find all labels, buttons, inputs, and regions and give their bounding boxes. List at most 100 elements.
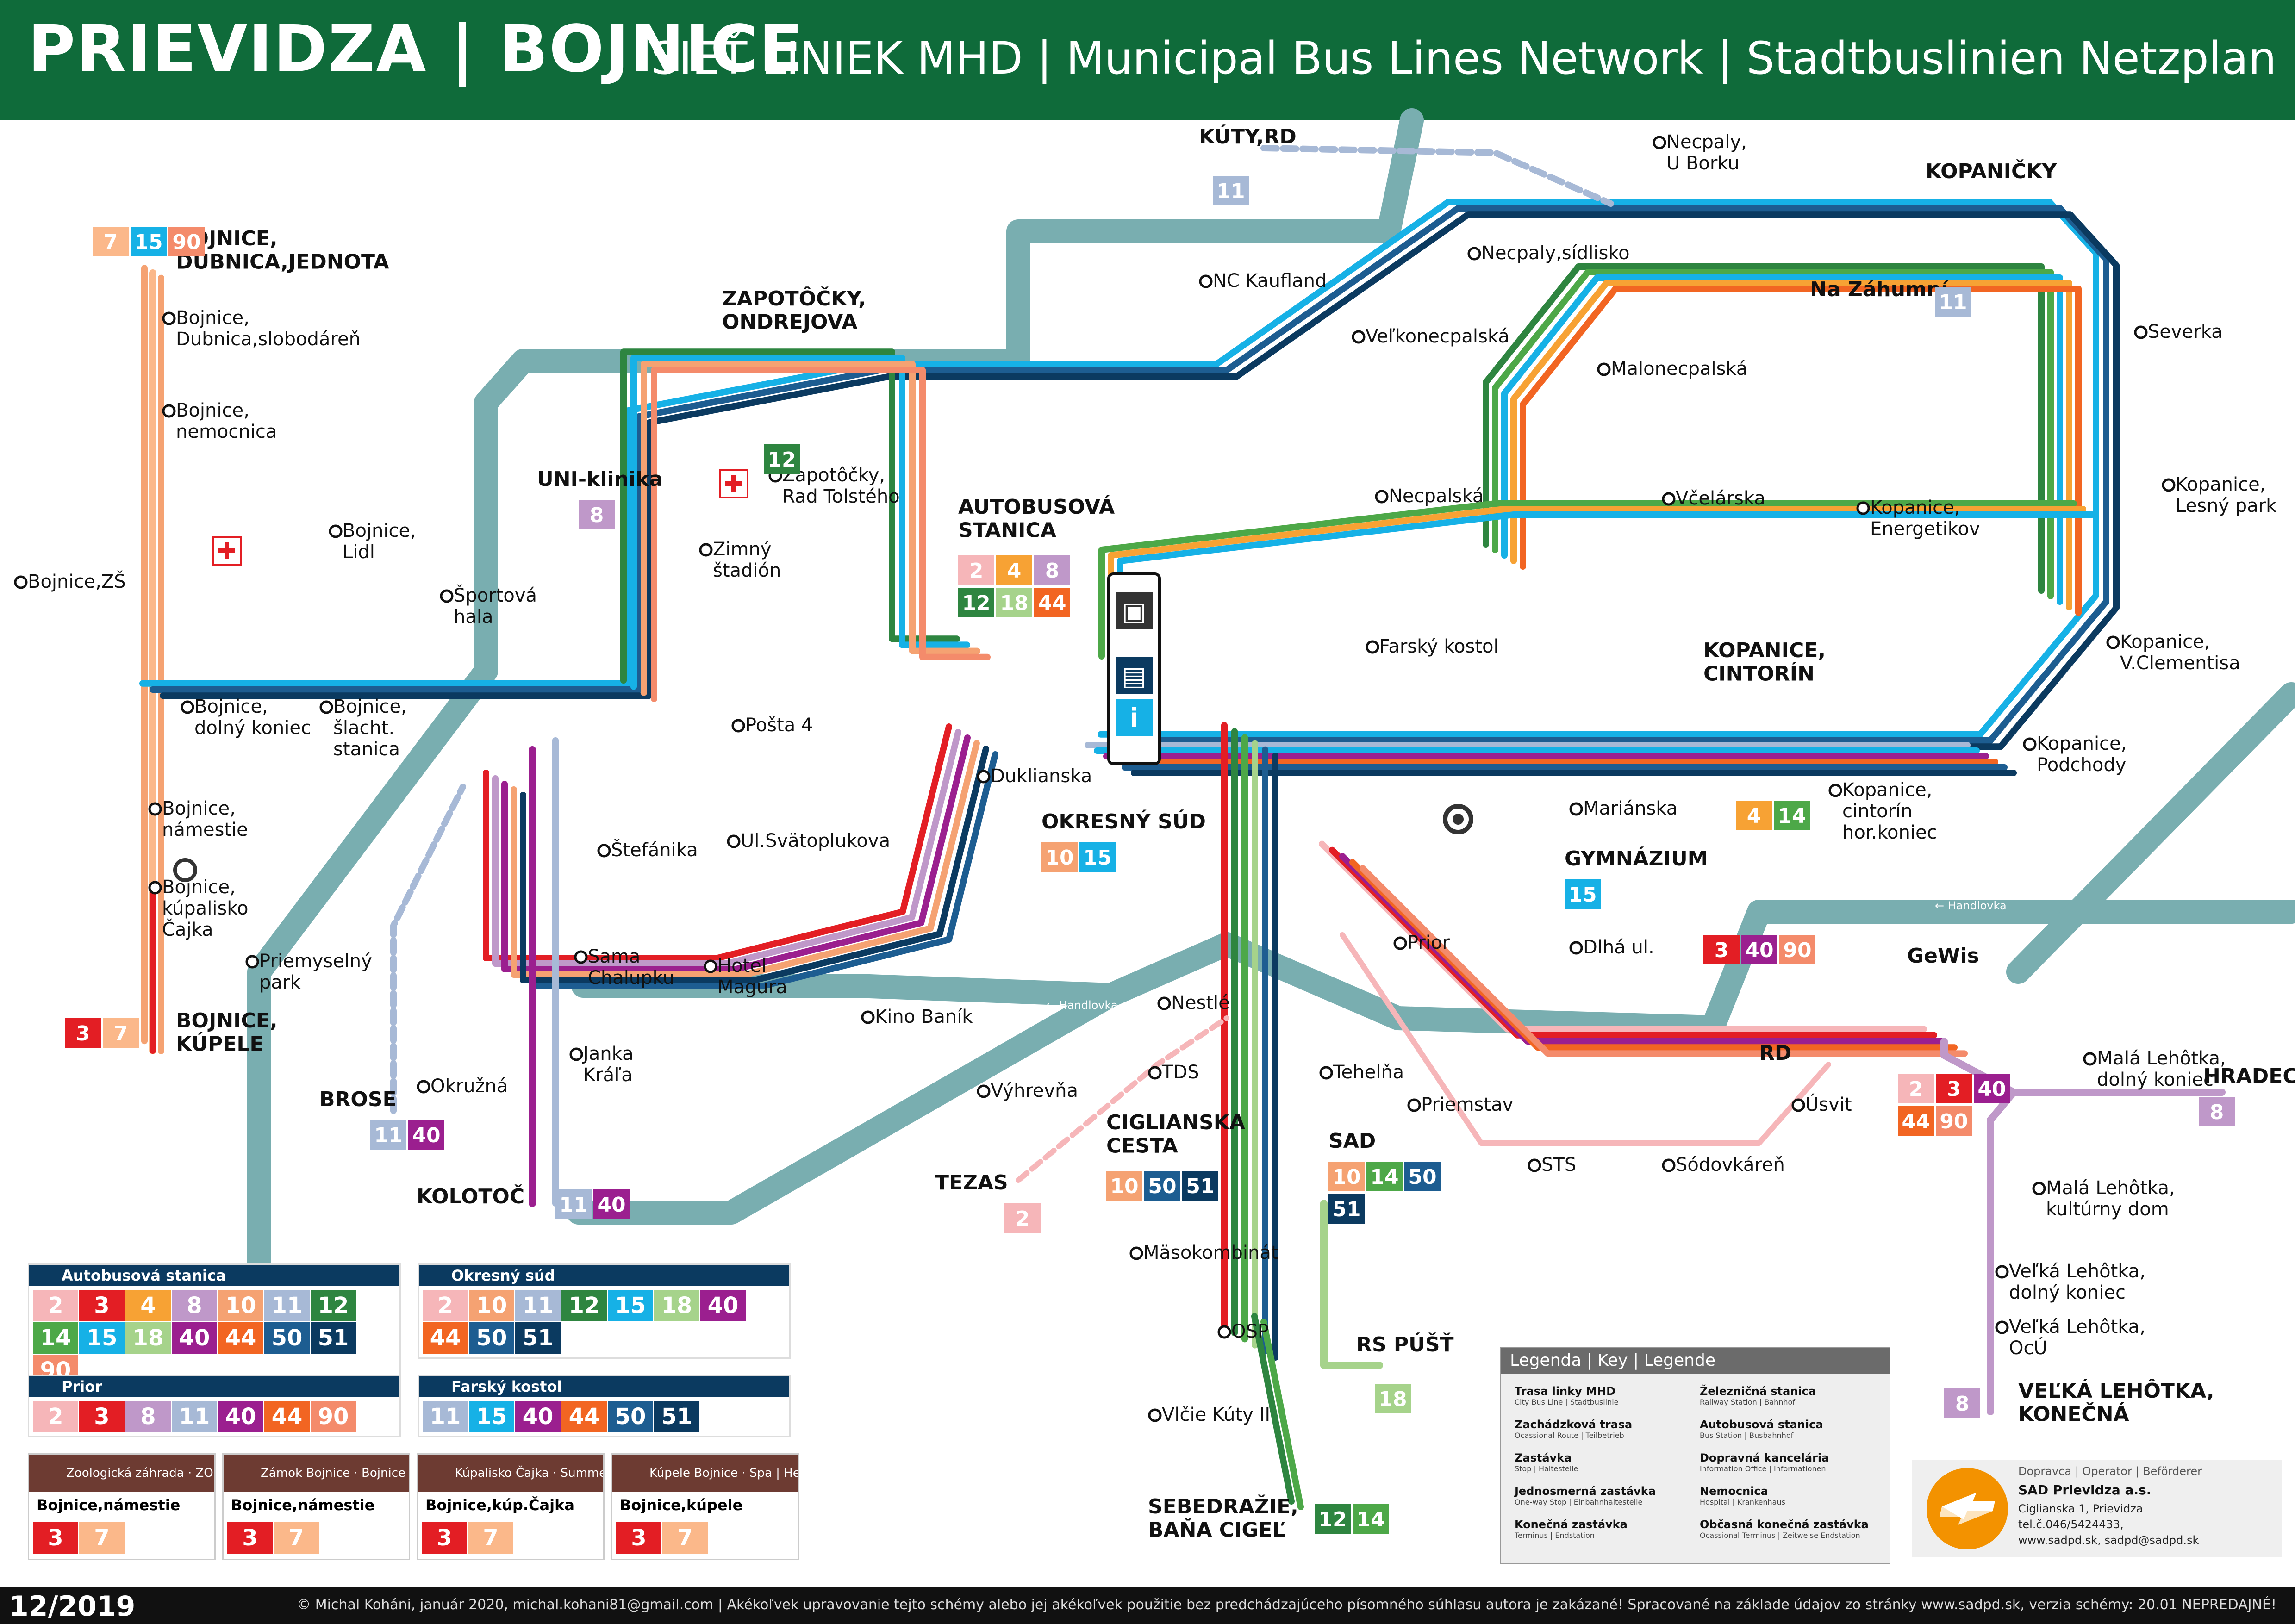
line-badge[interactable] xyxy=(1004,1203,1041,1233)
stop-marker[interactable] xyxy=(417,1080,430,1094)
line-badge[interactable]: 7 xyxy=(662,1522,708,1554)
line-badge[interactable]: 18 xyxy=(654,1290,699,1321)
line-badge[interactable] xyxy=(1935,287,1971,317)
stop-marker[interactable] xyxy=(2083,1052,2097,1066)
line-badge[interactable]: 51 xyxy=(515,1322,561,1354)
line-badge[interactable]: 11 xyxy=(423,1401,468,1432)
line-badge[interactable] xyxy=(1079,842,1116,872)
line-badge[interactable] xyxy=(1106,1171,1142,1201)
line-badge[interactable]: 50 xyxy=(469,1322,514,1354)
stop-marker[interactable] xyxy=(1856,501,1870,515)
line-badge[interactable] xyxy=(1974,1074,2010,1103)
line-badge[interactable]: 11 xyxy=(172,1401,217,1432)
line-badge[interactable] xyxy=(996,588,1032,617)
stop-marker[interactable] xyxy=(569,1047,583,1061)
line-badge[interactable]: 40 xyxy=(515,1401,561,1432)
line-badge[interactable]: 44 xyxy=(264,1401,310,1432)
line-badge[interactable] xyxy=(1353,1504,1389,1534)
line-badge[interactable] xyxy=(1144,1171,1180,1201)
stop-marker[interactable] xyxy=(2134,325,2148,339)
stop-marker[interactable] xyxy=(1597,362,1611,376)
line-badge[interactable] xyxy=(1328,1194,1365,1224)
line-badge[interactable] xyxy=(2199,1097,2235,1126)
line-badge[interactable]: 15 xyxy=(608,1290,653,1321)
stop-marker[interactable] xyxy=(245,955,259,969)
stop-marker[interactable] xyxy=(1569,941,1583,955)
line-badge[interactable] xyxy=(131,227,167,256)
line-badge[interactable]: 14 xyxy=(33,1322,78,1354)
stop-marker[interactable] xyxy=(148,802,162,816)
stop-marker[interactable] xyxy=(148,881,162,895)
line-badge[interactable]: 3 xyxy=(79,1401,125,1432)
line-badge[interactable] xyxy=(168,227,205,256)
stop-marker[interactable] xyxy=(1995,1265,2009,1279)
line-badge[interactable] xyxy=(1779,935,1815,964)
line-badge[interactable]: 51 xyxy=(311,1322,356,1354)
stop-marker[interactable] xyxy=(1375,490,1389,504)
line-badge[interactable] xyxy=(370,1120,406,1150)
line-badge[interactable]: 44 xyxy=(423,1322,468,1354)
line-badge[interactable]: 90 xyxy=(311,1401,356,1432)
line-badge[interactable]: 7 xyxy=(79,1522,125,1554)
line-badge[interactable] xyxy=(103,1018,139,1048)
line-badge[interactable] xyxy=(408,1120,444,1150)
line-badge[interactable]: 3 xyxy=(33,1522,78,1554)
line-badge[interactable] xyxy=(1703,935,1740,964)
line-badge[interactable] xyxy=(65,1018,101,1048)
line-badge[interactable]: 18 xyxy=(125,1322,171,1354)
stop-marker[interactable] xyxy=(1129,1246,1143,1260)
line-badge[interactable]: 2 xyxy=(33,1401,78,1432)
stop-marker[interactable] xyxy=(861,1010,875,1024)
line-badge[interactable]: 50 xyxy=(264,1322,310,1354)
line-badge[interactable] xyxy=(593,1189,630,1219)
stop-marker[interactable] xyxy=(1393,936,1407,950)
line-badge[interactable] xyxy=(1375,1384,1411,1413)
stop-marker[interactable] xyxy=(1662,1158,1676,1172)
line-badge[interactable]: 7 xyxy=(274,1522,319,1554)
line-badge[interactable]: 51 xyxy=(654,1401,699,1432)
stop-marker[interactable] xyxy=(319,700,333,714)
stop-marker[interactable] xyxy=(14,575,28,589)
stop-marker[interactable] xyxy=(1995,1320,2009,1334)
stop-marker[interactable] xyxy=(1569,802,1583,816)
stop-marker[interactable] xyxy=(1352,330,1366,344)
stop-marker[interactable] xyxy=(977,1084,991,1098)
stop-marker[interactable] xyxy=(1199,274,1213,288)
stop-marker[interactable] xyxy=(1662,492,1676,506)
stop-marker[interactable] xyxy=(1653,136,1666,149)
stop-marker[interactable] xyxy=(181,700,194,714)
stop-marker[interactable] xyxy=(1148,1408,1162,1422)
line-badge[interactable] xyxy=(764,444,800,474)
line-badge[interactable] xyxy=(93,227,129,256)
line-badge[interactable] xyxy=(1328,1162,1365,1191)
stop-marker[interactable] xyxy=(1148,1066,1162,1080)
line-badge[interactable] xyxy=(1565,879,1601,909)
stop-marker[interactable] xyxy=(1407,1098,1421,1112)
line-badge[interactable]: 2 xyxy=(33,1290,78,1321)
stop-marker[interactable] xyxy=(574,950,588,964)
line-badge[interactable] xyxy=(1213,176,1249,205)
line-badge[interactable] xyxy=(1182,1171,1218,1201)
line-badge[interactable] xyxy=(1736,801,1772,830)
stop-marker[interactable] xyxy=(440,589,454,603)
line-badge[interactable] xyxy=(1741,935,1777,964)
line-badge[interactable] xyxy=(1944,1388,1980,1418)
stop-marker[interactable] xyxy=(329,524,343,538)
line-badge[interactable] xyxy=(1898,1074,1934,1103)
line-badge[interactable]: 12 xyxy=(561,1290,607,1321)
line-badge[interactable] xyxy=(1366,1162,1403,1191)
stop-marker[interactable] xyxy=(731,719,745,733)
line-badge[interactable]: 15 xyxy=(469,1401,514,1432)
stop-marker[interactable] xyxy=(727,834,741,848)
line-badge[interactable] xyxy=(579,500,615,529)
stop-marker[interactable] xyxy=(2032,1182,2046,1195)
stop-marker[interactable] xyxy=(2106,635,2120,649)
line-badge[interactable]: 10 xyxy=(218,1290,263,1321)
line-badge[interactable]: 11 xyxy=(264,1290,310,1321)
stop-marker[interactable] xyxy=(1319,1066,1333,1080)
line-badge[interactable] xyxy=(1936,1106,1972,1136)
stop-marker[interactable] xyxy=(1366,640,1379,654)
line-badge[interactable] xyxy=(1898,1106,1934,1136)
stop-marker[interactable] xyxy=(162,311,176,325)
line-badge[interactable]: 40 xyxy=(218,1401,263,1432)
